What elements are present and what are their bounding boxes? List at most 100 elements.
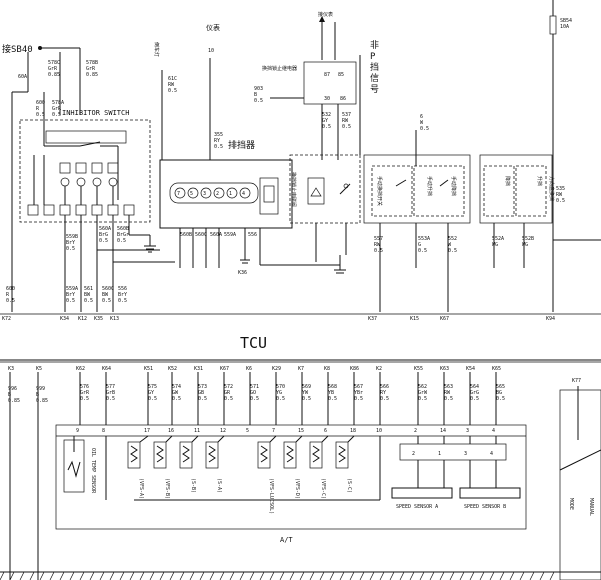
svg-text:RW: RW	[168, 82, 175, 88]
svg-text:2: 2	[412, 451, 415, 457]
svg-text:K15: K15	[410, 316, 419, 322]
svg-text:BW: BW	[102, 292, 109, 298]
svg-text:576: 576	[80, 384, 89, 390]
svg-text:5: 5	[190, 191, 193, 197]
svg-text:0.5: 0.5	[172, 396, 181, 402]
svg-text:568: 568	[328, 384, 337, 390]
svg-text:K34: K34	[60, 316, 69, 322]
svg-text:561: 561	[84, 286, 93, 292]
svg-text:61C: 61C	[168, 76, 177, 82]
svg-text:0.5: 0.5	[106, 396, 115, 402]
svg-text:569: 569	[302, 384, 311, 390]
svg-text:573: 573	[198, 384, 207, 390]
svg-text:0.5: 0.5	[276, 396, 285, 402]
svg-text:RW: RW	[556, 192, 563, 198]
svg-text:16: 16	[168, 428, 174, 434]
svg-text:升挡: 升挡	[536, 176, 543, 186]
svg-text:OIL TEMP SENSOR: OIL TEMP SENSOR	[90, 448, 96, 494]
svg-text:BrY: BrY	[66, 292, 75, 298]
svg-text:W: W	[448, 242, 452, 248]
svg-text:17: 17	[144, 428, 150, 434]
svg-text:999: 999	[36, 386, 45, 392]
svg-text:0.5: 0.5	[328, 396, 337, 402]
svg-text:14: 14	[440, 428, 446, 434]
svg-text:559B: 559B	[66, 234, 78, 240]
at-label: A/T	[280, 536, 293, 544]
steering-switch-box	[479, 154, 553, 224]
svg-text:562: 562	[418, 384, 427, 390]
inhibitor-contacts	[59, 162, 119, 205]
svg-text:10A: 10A	[560, 24, 569, 30]
svg-text:30: 30	[324, 96, 330, 102]
svg-text:537: 537	[342, 112, 351, 118]
svg-text:K13: K13	[110, 316, 119, 322]
svg-text:560B: 560B	[117, 226, 129, 232]
svg-text:G: G	[418, 242, 421, 248]
svg-text:K77: K77	[572, 378, 581, 384]
svg-text:567: 567	[354, 384, 363, 390]
svg-text:0.5: 0.5	[418, 248, 427, 254]
svg-text:(VFS-A): (VFS-A)	[138, 478, 144, 499]
svg-text:564: 564	[470, 384, 479, 390]
svg-text:0.5: 0.5	[444, 396, 453, 402]
svg-text:BW: BW	[84, 292, 91, 298]
svg-text:0.5: 0.5	[198, 396, 207, 402]
svg-text:YB: YB	[328, 390, 334, 396]
svg-text:6: 6	[324, 428, 327, 434]
svg-text:BrGr: BrGr	[117, 232, 129, 238]
svg-text:7: 7	[272, 428, 275, 434]
shifter-pins: 7 5 3 2 1 4	[174, 187, 251, 199]
svg-text:0.5: 0.5	[380, 396, 389, 402]
svg-text:575: 575	[148, 384, 157, 390]
svg-text:降挡: 降挡	[504, 176, 511, 186]
svg-text:(S-A): (S-A)	[216, 478, 222, 493]
svg-text:K63: K63	[440, 366, 449, 372]
svg-text:YG: YG	[276, 390, 282, 396]
svg-text:0.5: 0.5	[496, 396, 505, 402]
svg-text:0.5: 0.5	[102, 298, 111, 304]
svg-text:85: 85	[338, 72, 344, 78]
svg-text:K6: K6	[246, 366, 252, 372]
svg-text:(S-C): (S-C)	[346, 478, 352, 493]
svg-text:560A: 560A	[210, 232, 222, 238]
svg-text:K8: K8	[324, 366, 330, 372]
svg-text:570: 570	[276, 384, 285, 390]
svg-text:WG: WG	[492, 242, 498, 248]
svg-text:578C: 578C	[48, 60, 60, 66]
svg-text:K3: K3	[8, 366, 14, 372]
svg-text:18: 18	[350, 428, 356, 434]
svg-text:553A: 553A	[418, 236, 430, 242]
relay-box	[303, 61, 357, 105]
at-housing	[55, 424, 527, 530]
svg-text:563: 563	[444, 384, 453, 390]
svg-text:0.5: 0.5	[148, 396, 157, 402]
svg-text:K29: K29	[272, 366, 281, 372]
svg-text:换挡锁止电磁阀: 换挡锁止电磁阀	[290, 172, 297, 207]
svg-text:GrR: GrR	[48, 66, 58, 72]
svg-text:GrR: GrR	[80, 390, 90, 396]
svg-text:(VFS-B): (VFS-B)	[164, 478, 170, 499]
svg-text:0.5: 0.5	[84, 298, 93, 304]
svg-text:12: 12	[220, 428, 226, 434]
svg-text:0.5: 0.5	[254, 98, 263, 104]
svg-text:K51: K51	[144, 366, 153, 372]
svg-text:7: 7	[177, 191, 180, 197]
svg-text:0.5: 0.5	[36, 112, 45, 118]
svg-text:8: 8	[102, 428, 105, 434]
svg-text:SB54: SB54	[560, 18, 572, 24]
shift-lock-box	[289, 154, 361, 224]
svg-text:0.5: 0.5	[420, 126, 429, 132]
svg-text:0.5: 0.5	[6, 298, 15, 304]
svg-text:GR: GR	[224, 390, 231, 396]
svg-text:0.5: 0.5	[117, 238, 126, 244]
svg-text:0.5: 0.5	[214, 144, 223, 150]
svg-text:578A: 578A	[52, 100, 64, 106]
svg-text:0.5: 0.5	[250, 396, 259, 402]
svg-text:W: W	[420, 120, 424, 126]
ground-hatch	[0, 571, 555, 580]
svg-text:手动换挡开关: 手动换挡开关	[376, 176, 383, 206]
svg-text:600: 600	[36, 100, 45, 106]
svg-text:RW: RW	[444, 390, 451, 396]
